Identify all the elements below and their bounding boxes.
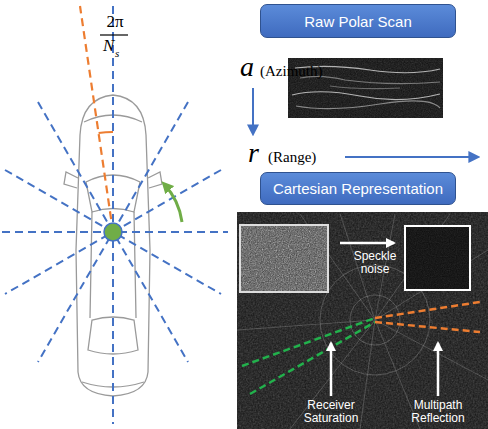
math-label: r (248, 138, 266, 169)
pointer-arrow (340, 242, 394, 245)
math-label: (Azimuth) (260, 63, 340, 80)
azimuth-axis-arrow (252, 88, 254, 134)
math-label: (Range) (268, 149, 338, 166)
math-label: 2π (100, 13, 130, 32)
clean-inset (405, 226, 470, 290)
angle-arc (99, 132, 113, 133)
fraction-bar (100, 34, 128, 35)
radar-sensor (104, 223, 122, 241)
box-title: Raw Polar Scan (304, 13, 412, 30)
pointer-arrow (330, 343, 333, 396)
range-axis-arrow (345, 156, 478, 158)
pointer-arrow (437, 343, 440, 396)
rotation-arrow (164, 184, 182, 222)
math-label: a (240, 52, 260, 83)
saturation-lines (242, 318, 375, 394)
azimuth-lines (2, 6, 228, 424)
cartesian-image (237, 212, 488, 429)
speckle-inset (240, 225, 328, 292)
math-label: s (115, 47, 125, 59)
annotation-text: Speckle noise (344, 250, 406, 276)
math-label: N (103, 37, 117, 56)
title-box: Raw Polar Scan (260, 4, 456, 38)
annotation-text: Multipath Reflection (398, 399, 478, 425)
title-box: Cartesian Representation (260, 172, 456, 205)
multipath-lines (375, 302, 480, 332)
annotation-text: Receiver Saturation (291, 399, 371, 425)
box-title: Cartesian Representation (273, 180, 443, 197)
